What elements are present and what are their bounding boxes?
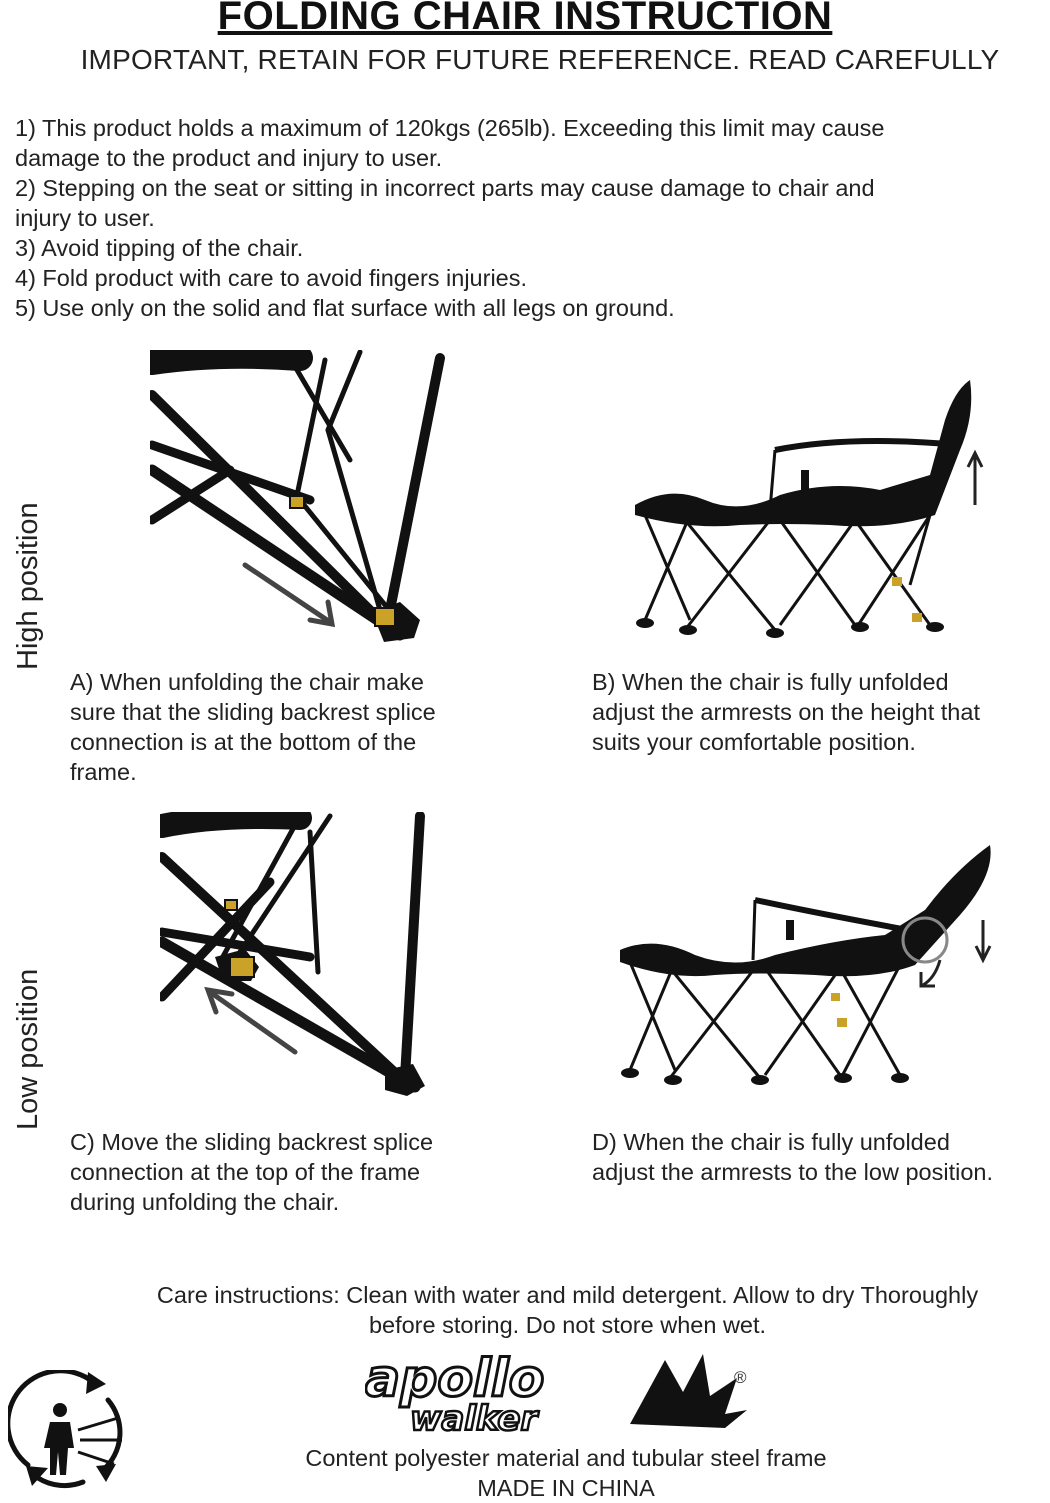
rule-3: 3) Avoid tipping of the chair. — [15, 235, 304, 261]
adjustment-circle — [901, 916, 949, 964]
recycle-disposal-icon — [8, 1370, 123, 1489]
step-d-line: adjust the armrests to the low position. — [592, 1159, 994, 1185]
connector-marker — [229, 956, 255, 978]
page-title: FOLDING CHAIR INSTRUCTION — [217, 0, 833, 38]
low-position-label: Low position — [12, 968, 44, 1130]
figure-b-chair-high — [635, 380, 984, 638]
connector-marker — [289, 495, 305, 509]
high-position-label: High position — [12, 502, 44, 670]
connector-marker — [374, 607, 396, 627]
arrow-up-left-icon — [204, 986, 298, 1055]
step-c-line: C) Move the sliding backrest splice — [70, 1129, 434, 1155]
figure-c-connector-top — [160, 812, 425, 1096]
apollo-walker-logo: apollo walker — [365, 1352, 747, 1436]
connector-marker — [892, 577, 902, 586]
brand-name-apollo: apollo — [365, 1352, 544, 1409]
origin-line: MADE IN CHINA — [477, 1475, 655, 1501]
care-line-1: Care instructions: Clean with water and … — [156, 1282, 979, 1308]
step-b-line: B) When the chair is fully unfolded — [592, 669, 949, 695]
rule-4: 4) Fold product with care to avoid finge… — [15, 265, 528, 291]
page-subtitle: IMPORTANT, RETAIN FOR FUTURE REFERENCE. … — [80, 44, 1000, 75]
connector-marker — [837, 1018, 847, 1027]
rule-2-line-1: 2) Stepping on the seat or sitting in in… — [15, 175, 875, 201]
arrow-down-icon — [974, 920, 992, 964]
step-a-line: sure that the sliding backrest splice — [70, 699, 436, 725]
arrow-down-right-icon — [242, 562, 336, 628]
rule-2-line-2: injury to user. — [15, 205, 155, 231]
figure-a-connector-bottom — [150, 350, 445, 642]
step-c-line: connection at the top of the frame — [70, 1159, 421, 1185]
step-a-line: connection is at the bottom of the — [70, 729, 417, 755]
brand-name-walker: walker — [410, 1399, 539, 1436]
connector-marker — [831, 993, 840, 1001]
step-d-text: D) When the chair is fully unfolded adju… — [592, 1127, 1050, 1187]
registered-mark: ® — [734, 1368, 747, 1387]
connector-marker — [224, 899, 238, 911]
care-instructions: Care instructions: Clean with water and … — [90, 1280, 1045, 1340]
rule-1-line-2: damage to the product and injury to user… — [15, 145, 443, 171]
arrow-curve-icon — [919, 959, 942, 988]
arrow-up-icon — [966, 449, 984, 505]
rule-5: 5) Use only on the solid and flat surfac… — [15, 295, 675, 321]
rule-1-line-1: 1) This product holds a maximum of 120kg… — [15, 115, 885, 141]
step-b-line: adjust the armrests on the height that — [592, 699, 980, 725]
step-b-line: suits your comfortable position. — [592, 729, 916, 755]
step-b-text: B) When the chair is fully unfolded adju… — [592, 667, 1047, 757]
step-a-line: frame. — [70, 759, 137, 785]
step-a-line: A) When unfolding the chair make — [70, 669, 424, 695]
connector-marker — [912, 613, 922, 622]
material-line: Content polyester material and tubular s… — [305, 1445, 827, 1471]
step-c-text: C) Move the sliding backrest splice conn… — [70, 1127, 510, 1217]
figure-d-chair-low — [620, 845, 992, 1085]
material-info: Content polyester material and tubular s… — [260, 1443, 872, 1503]
step-d-line: D) When the chair is fully unfolded — [592, 1129, 950, 1155]
step-a-text: A) When unfolding the chair make sure th… — [70, 667, 510, 787]
care-line-2: before storing. Do not store when wet. — [368, 1312, 767, 1338]
safety-rules-list: 1) This product holds a maximum of 120kg… — [15, 113, 1035, 323]
step-c-line: during unfolding the chair. — [70, 1189, 340, 1215]
